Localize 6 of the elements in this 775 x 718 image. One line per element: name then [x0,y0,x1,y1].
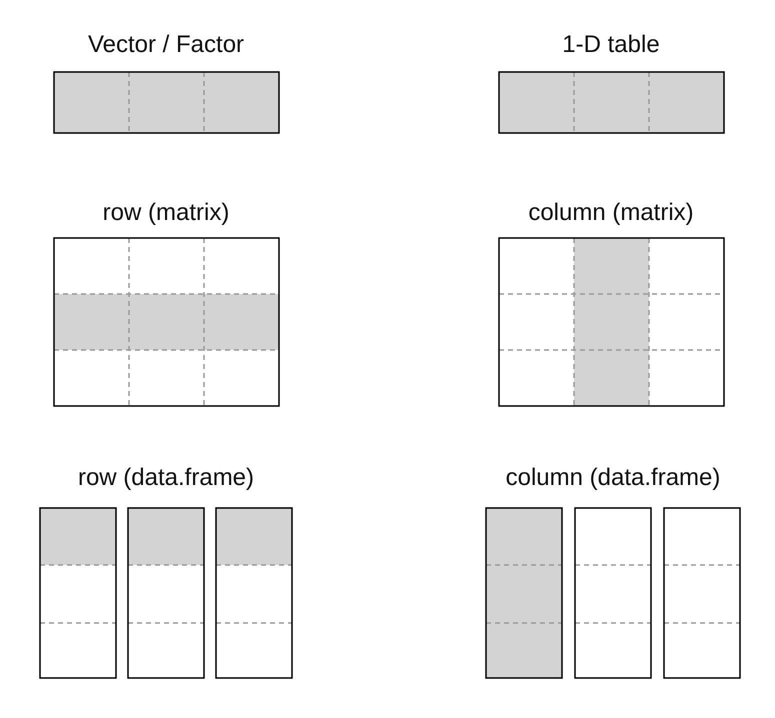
panel-title: 1-D table [562,30,660,60]
panel-title: Vector / Factor [88,30,244,60]
panel-title: column (data.frame) [506,463,720,493]
panel-title: row (data.frame) [78,463,254,493]
panel-title: row (matrix) [102,198,230,228]
panel-title: column (matrix) [528,198,694,228]
